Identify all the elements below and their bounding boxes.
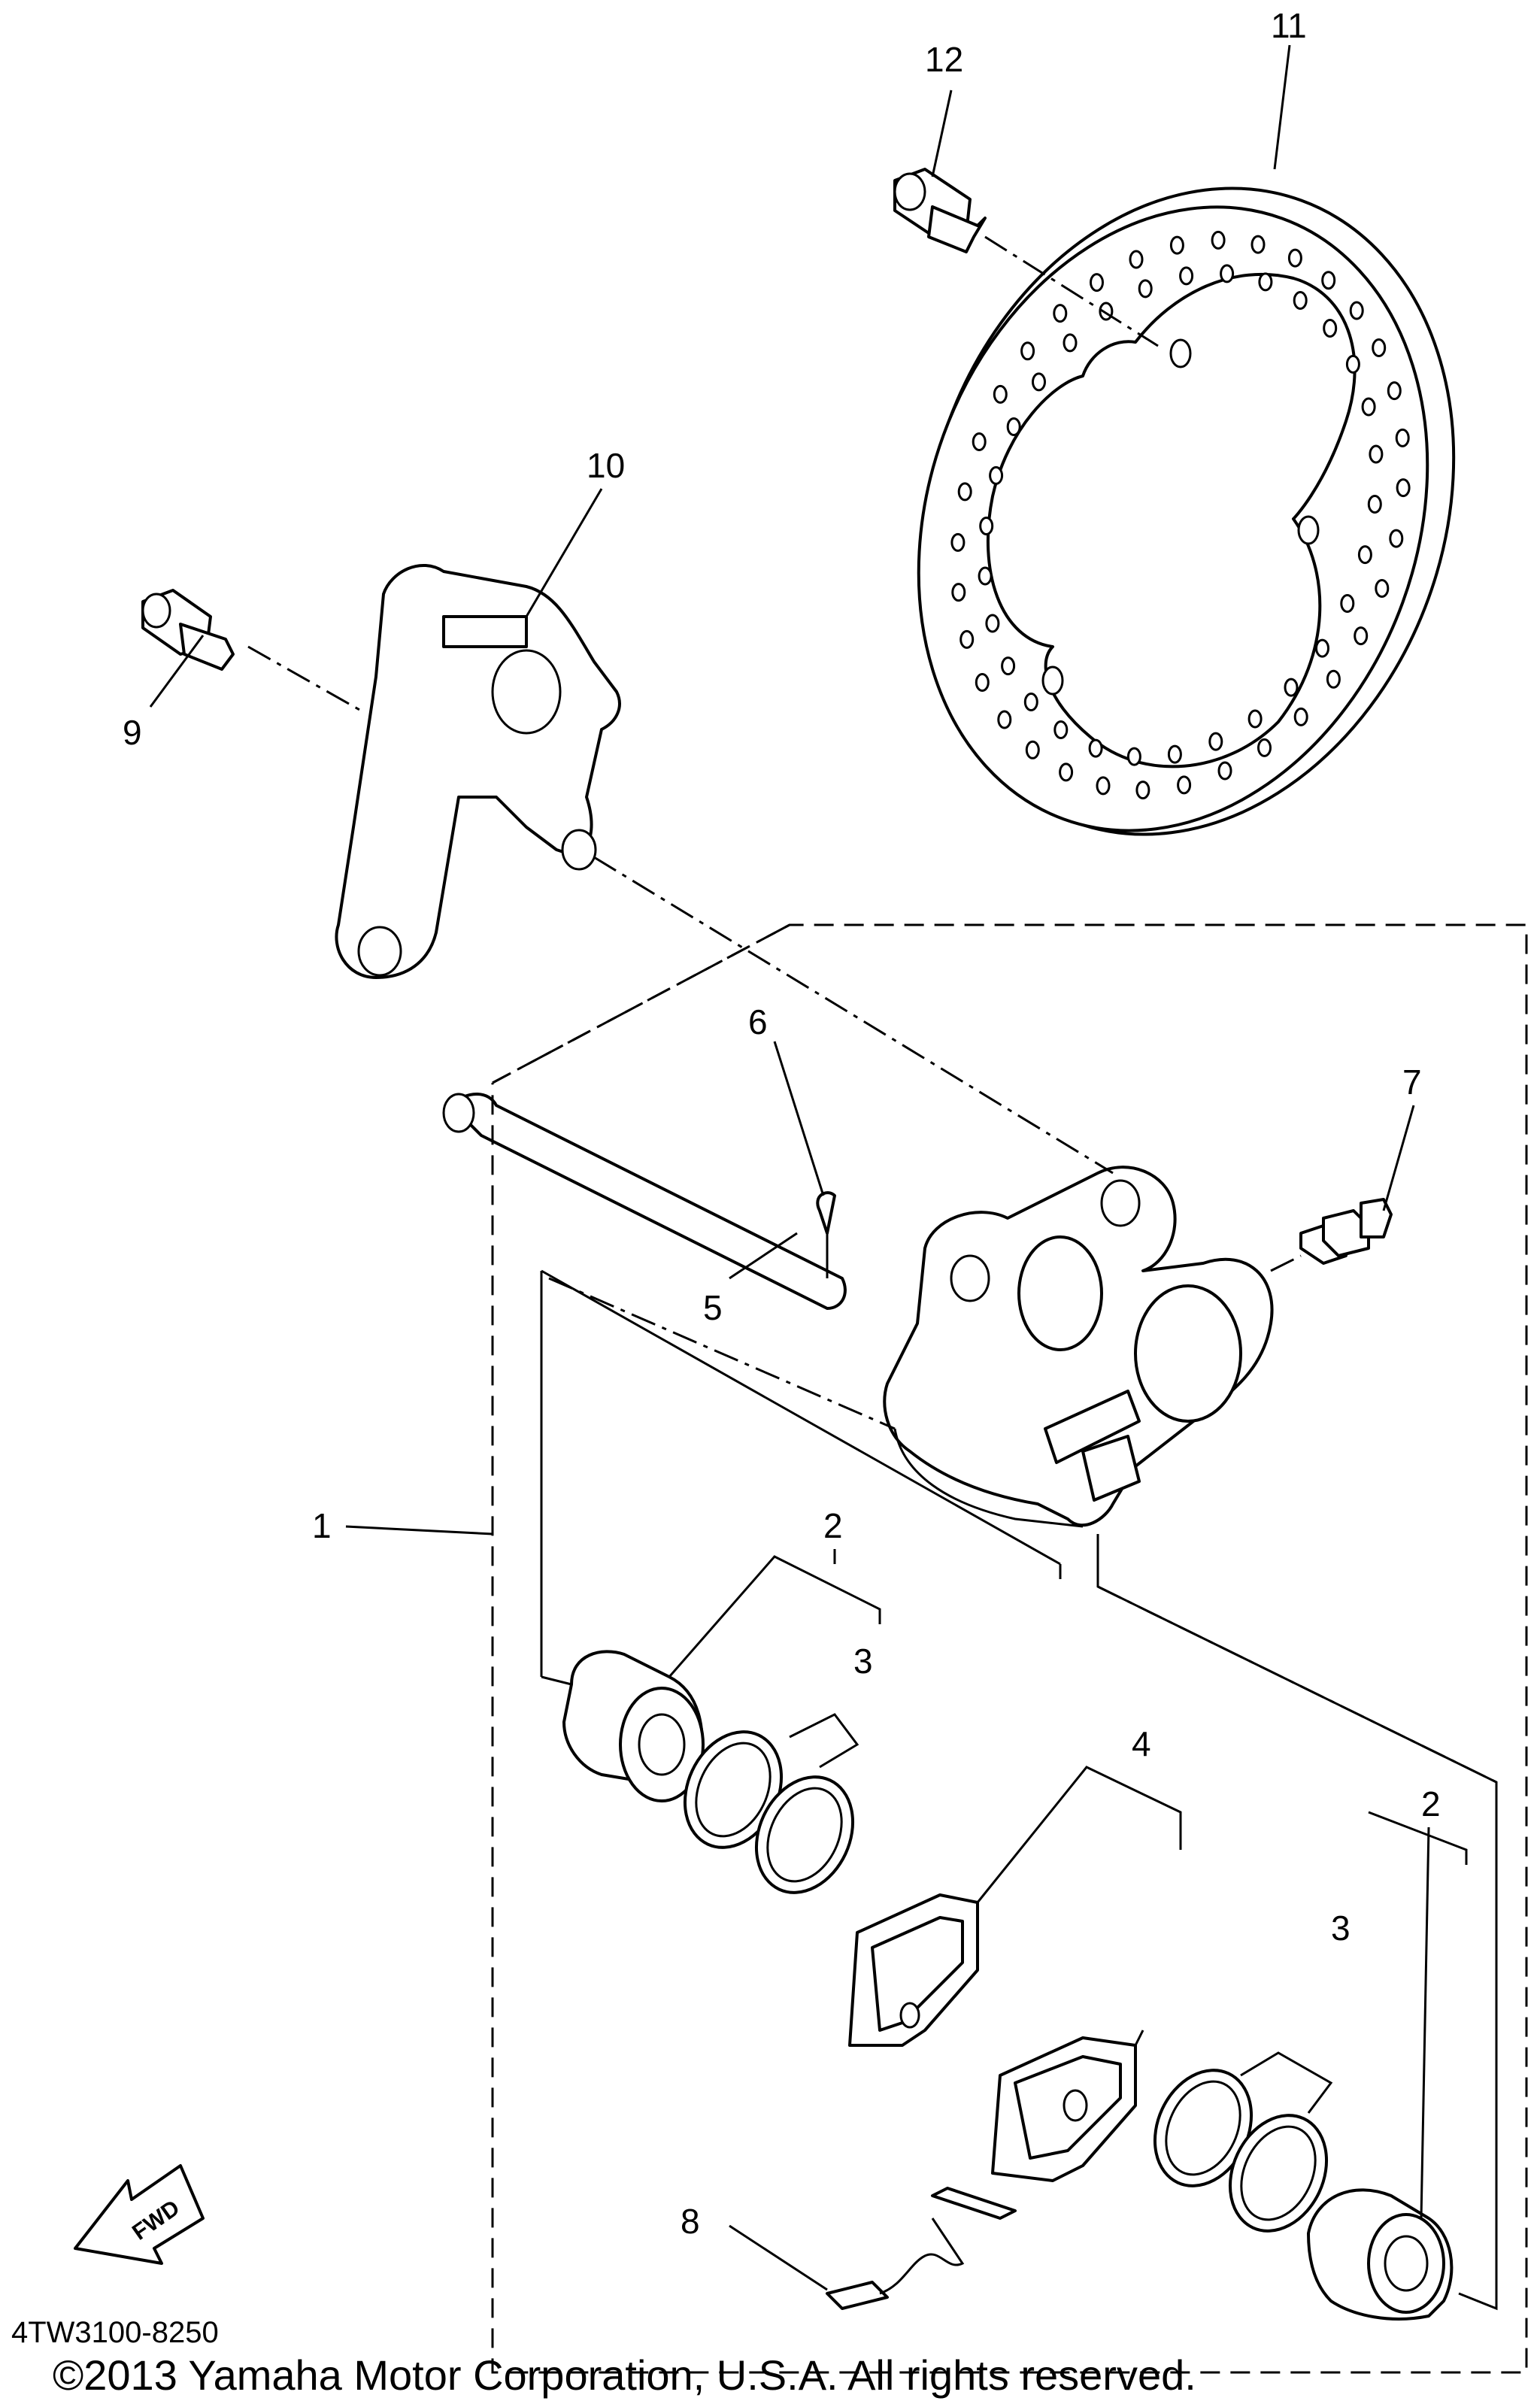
disc-vent-hole bbox=[1177, 775, 1192, 795]
disc-vent-hole bbox=[1372, 338, 1387, 357]
disc-vent-hole bbox=[1258, 272, 1273, 292]
disc-vent-hole bbox=[985, 614, 1000, 633]
disc-vent-hole bbox=[978, 566, 993, 586]
disc-vent-hole bbox=[993, 384, 1008, 404]
seals-left bbox=[683, 1730, 855, 1894]
disc-vent-hole bbox=[979, 517, 994, 535]
disc-vent-hole bbox=[1357, 545, 1372, 565]
callout-9: 9 bbox=[123, 713, 142, 752]
disc-vent-hole bbox=[1340, 594, 1355, 613]
fwd-arrow-icon: FWD bbox=[74, 2164, 205, 2265]
disc-vent-hole bbox=[972, 432, 987, 451]
caliper-bracket bbox=[335, 563, 621, 979]
disc-vent-hole bbox=[1006, 417, 1021, 436]
disc-vent-hole bbox=[1367, 495, 1382, 514]
disc-vent-hole bbox=[1387, 381, 1402, 401]
brake-pads bbox=[848, 1893, 1137, 2182]
disc-vent-hole bbox=[1389, 529, 1404, 548]
alignment-lines bbox=[247, 235, 1497, 1784]
disc-vent-hole bbox=[997, 710, 1012, 729]
disc-vent-hole bbox=[1179, 266, 1194, 286]
disc-vent-hole bbox=[1001, 656, 1016, 676]
brake-disc bbox=[917, 186, 1456, 836]
callout-11: 11 bbox=[1271, 6, 1307, 45]
disc-vent-hole bbox=[989, 465, 1004, 485]
disc-vent-hole bbox=[1375, 579, 1390, 598]
disc-vent-hole bbox=[1250, 235, 1266, 254]
disc-vent-hole bbox=[1059, 762, 1074, 782]
pad-spring bbox=[826, 2187, 1017, 2310]
disc-vent-hole bbox=[1293, 707, 1308, 726]
disc-vent-hole bbox=[950, 532, 966, 552]
callout-5: 5 bbox=[703, 1288, 723, 1327]
piston-right bbox=[1307, 2188, 1454, 2321]
disc-vent-hole bbox=[1349, 301, 1364, 320]
copyright-notice: ©2013 Yamaha Motor Corporation, U.S.A. A… bbox=[53, 2351, 1196, 2399]
disc-vent-hole bbox=[1169, 235, 1184, 255]
disc-vent-hole bbox=[1220, 264, 1235, 283]
pad-pin bbox=[442, 1093, 847, 1310]
callout-7: 7 bbox=[1402, 1063, 1422, 1102]
retaining-clip bbox=[816, 1191, 836, 1278]
callout-labels: 11 12 10 9 6 7 5 1 2 3 4 2 3 8 bbox=[123, 6, 1441, 2241]
disc-vent-hole bbox=[1096, 776, 1111, 796]
disc-vent-hole bbox=[1135, 781, 1150, 800]
bracket-bolt bbox=[141, 589, 235, 671]
callout-2-right: 2 bbox=[1421, 1784, 1441, 1823]
disc-vent-hole bbox=[1247, 709, 1263, 729]
leader-lines bbox=[149, 44, 1468, 2291]
disc-vent-hole bbox=[1284, 678, 1299, 697]
disc-vent-hole bbox=[1354, 626, 1369, 646]
disc-vent-hole bbox=[1129, 250, 1144, 269]
piston-left bbox=[562, 1650, 705, 1802]
disc-vent-hole bbox=[1369, 444, 1384, 464]
disc-vent-hole bbox=[1315, 638, 1329, 658]
disc-vent-hole bbox=[1088, 738, 1103, 758]
diagram-code: 4TW3100-8250 bbox=[11, 2316, 219, 2349]
disc-vent-hole bbox=[1020, 341, 1035, 361]
callout-1: 1 bbox=[312, 1506, 332, 1545]
disc-vent-hole bbox=[1345, 354, 1360, 374]
callout-4: 4 bbox=[1132, 1724, 1151, 1763]
disc-vent-hole bbox=[1211, 230, 1226, 250]
disc-vent-hole bbox=[1138, 279, 1153, 299]
disc-vent-hole bbox=[1063, 333, 1078, 353]
disc-vent-hole bbox=[957, 482, 972, 502]
disc-vent-hole bbox=[1361, 397, 1376, 417]
disc-vent-hole bbox=[1023, 693, 1038, 711]
disc-vent-hole bbox=[1321, 271, 1336, 290]
callout-6: 6 bbox=[748, 1002, 768, 1041]
disc-vent-hole bbox=[1326, 669, 1341, 689]
callout-3-left: 3 bbox=[853, 1642, 873, 1681]
disc-bolt bbox=[893, 168, 987, 253]
callout-12: 12 bbox=[925, 40, 963, 79]
disc-vent-hole bbox=[1090, 273, 1104, 293]
disc-vent-hole bbox=[951, 583, 966, 602]
disc-vent-hole bbox=[1257, 738, 1272, 757]
disc-vent-hole bbox=[1032, 372, 1046, 392]
callout-10: 10 bbox=[587, 446, 625, 485]
disc-vent-hole bbox=[1395, 428, 1410, 447]
disc-vent-hole bbox=[975, 673, 990, 692]
disc-vent-hole bbox=[1287, 248, 1302, 268]
seals-right bbox=[1153, 2069, 1329, 2233]
disc-vent-hole bbox=[1126, 747, 1141, 766]
disc-vent-hole bbox=[959, 629, 975, 649]
bleed-screw bbox=[1299, 1198, 1393, 1265]
callout-3-right: 3 bbox=[1331, 1908, 1351, 1948]
disc-vent-hole bbox=[1217, 761, 1232, 781]
disc-vent-hole bbox=[1293, 291, 1308, 310]
callout-2-left: 2 bbox=[823, 1506, 843, 1545]
disc-vent-hole bbox=[1396, 478, 1411, 498]
disc-vent-hole bbox=[1167, 744, 1182, 764]
disc-holes bbox=[950, 230, 1411, 800]
callout-8: 8 bbox=[681, 2202, 700, 2241]
disc-vent-hole bbox=[1323, 319, 1338, 338]
caliper-body bbox=[883, 1166, 1274, 1528]
disc-vent-hole bbox=[1208, 732, 1223, 751]
disc-vent-hole bbox=[1053, 304, 1068, 323]
disc-vent-hole bbox=[1053, 720, 1069, 739]
disc-vent-hole bbox=[1025, 740, 1040, 759]
